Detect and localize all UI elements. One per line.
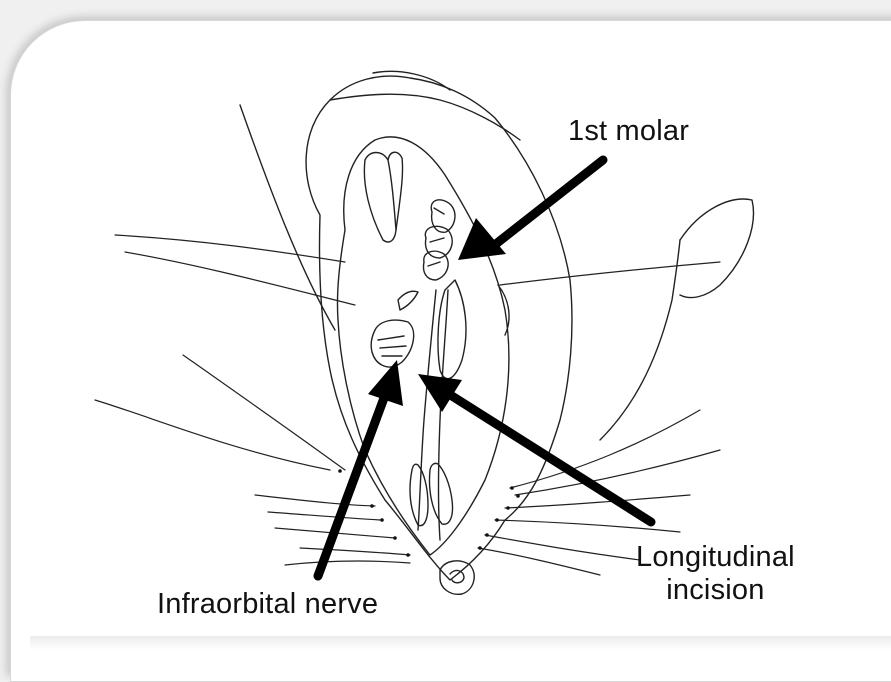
nose-inner (450, 571, 464, 583)
label-first-molar: 1st molar (568, 115, 689, 148)
label-longitudinal-incision-line1: Longitudinal (636, 541, 795, 574)
arrow-first-molar-shaft (492, 160, 603, 247)
label-longitudinal-incision-line2: incision (636, 574, 795, 607)
ear-edge (600, 240, 680, 440)
upper-incisor-left (364, 153, 396, 242)
label-longitudinal-incision: Longitudinal incision (636, 541, 795, 607)
ear (680, 199, 753, 297)
nerve-bundle (371, 320, 413, 367)
arrows (318, 160, 651, 576)
whiskers-left (95, 235, 410, 565)
whiskers-right (478, 262, 720, 575)
central-ridge-2 (439, 290, 449, 540)
nerve-fibres (378, 336, 406, 356)
cheek-lobe (438, 280, 466, 379)
upper-fold (330, 94, 520, 140)
molar-3 (424, 251, 449, 280)
nerve-tip (398, 291, 418, 310)
lower-incisor-right (430, 463, 453, 524)
arrow-nerve-shaft (318, 398, 384, 576)
cheek-lobe-2 (498, 285, 509, 335)
label-infraorbital-nerve: Infraorbital nerve (157, 588, 378, 621)
incision-opening (337, 137, 508, 555)
nose-tip (440, 561, 474, 594)
upper-fold-2 (373, 71, 450, 90)
